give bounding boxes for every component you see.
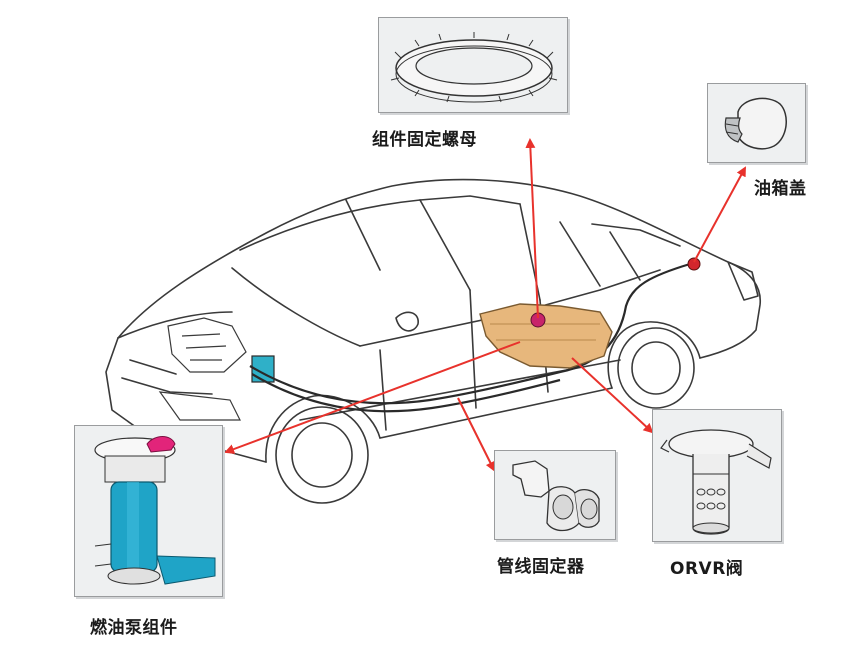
label-mount-nut: 组件固定螺母 bbox=[372, 130, 477, 150]
inset-fuel-cap bbox=[707, 83, 806, 163]
arrow-to-fuel-cap bbox=[693, 166, 746, 263]
fuel-cap-location bbox=[687, 257, 701, 271]
arrow-to-orvr-valve bbox=[571, 357, 654, 434]
arrow-to-fuel-pump bbox=[224, 341, 521, 454]
inset-line-clamp bbox=[494, 450, 616, 540]
clamp-bracket-icon bbox=[512, 460, 600, 532]
label-fuel-cap: 油箱盖 bbox=[754, 179, 807, 199]
label-orvr-valve: ORVR阀 bbox=[670, 559, 744, 579]
fuel-tank bbox=[479, 303, 613, 369]
label-fuel-pump: 燃油泵组件 bbox=[90, 618, 178, 638]
car-body-outline bbox=[105, 178, 761, 504]
arrow-to-mount-nut bbox=[525, 138, 539, 319]
arrow-to-line-clamp bbox=[457, 397, 495, 472]
inset-mount-nut bbox=[378, 17, 568, 113]
ring-nut-icon bbox=[390, 32, 558, 103]
fuel-cap-icon bbox=[724, 97, 787, 150]
fuel-pump-icon bbox=[94, 436, 216, 585]
inset-fuel-pump bbox=[74, 425, 223, 597]
fuel-lines bbox=[249, 262, 691, 413]
orvr-valve-icon bbox=[660, 429, 772, 535]
label-line-clamp: 管线固定器 bbox=[497, 557, 585, 577]
inset-orvr-valve bbox=[652, 409, 782, 542]
